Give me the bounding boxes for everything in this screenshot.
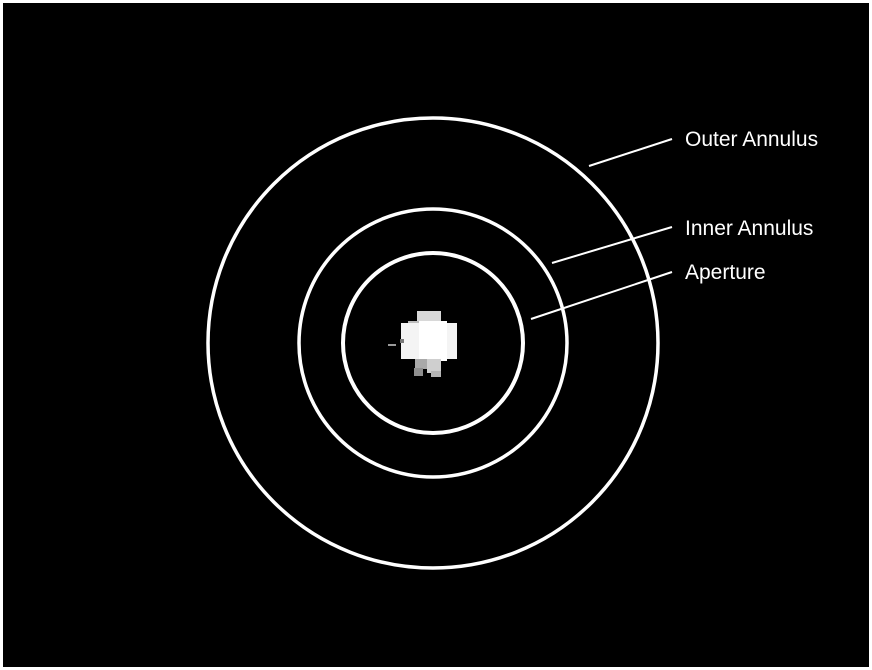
aperture-label: Aperture	[685, 261, 766, 284]
aperture-ring	[341, 251, 525, 435]
inner-annulus-ring	[297, 207, 569, 479]
outer-annulus-ring	[206, 116, 660, 570]
outer-annulus-label: Outer Annulus	[685, 128, 818, 151]
aperture-annulus-diagram: Outer Annulus Inner Annulus Aperture	[206, 116, 818, 570]
inner-annulus-leader	[551, 226, 673, 264]
outer-annulus-leader	[588, 138, 673, 167]
aperture-leader	[530, 271, 673, 320]
inner-annulus-label: Inner Annulus	[685, 217, 813, 240]
star-source	[388, 311, 457, 377]
diagram-canvas: Outer Annulus Inner Annulus Aperture	[3, 3, 869, 667]
